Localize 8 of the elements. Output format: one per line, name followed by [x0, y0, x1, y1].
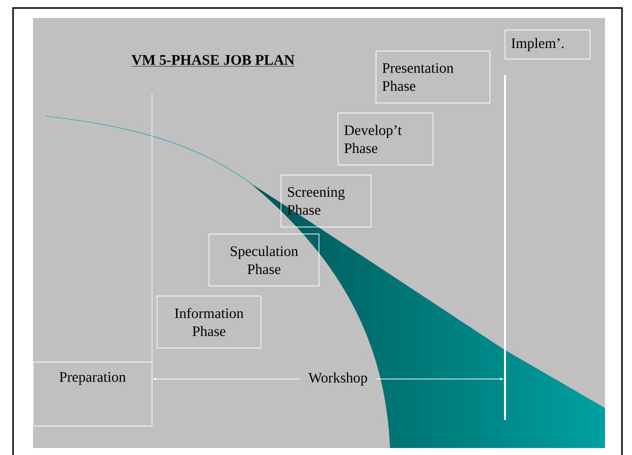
- phase-box: Develop’t Phase: [338, 112, 434, 166]
- phase-box: Preparation: [32, 362, 152, 426]
- phase-box: Implem’.: [504, 30, 590, 60]
- phase-box: Presentation Phase: [376, 50, 490, 104]
- phase-box: Speculation Phase: [208, 234, 320, 286]
- phase-box: Information Phase: [156, 296, 262, 348]
- title: VM 5-PHASE JOB PLAN: [131, 55, 295, 66]
- phase-label: Workshop: [308, 372, 368, 386]
